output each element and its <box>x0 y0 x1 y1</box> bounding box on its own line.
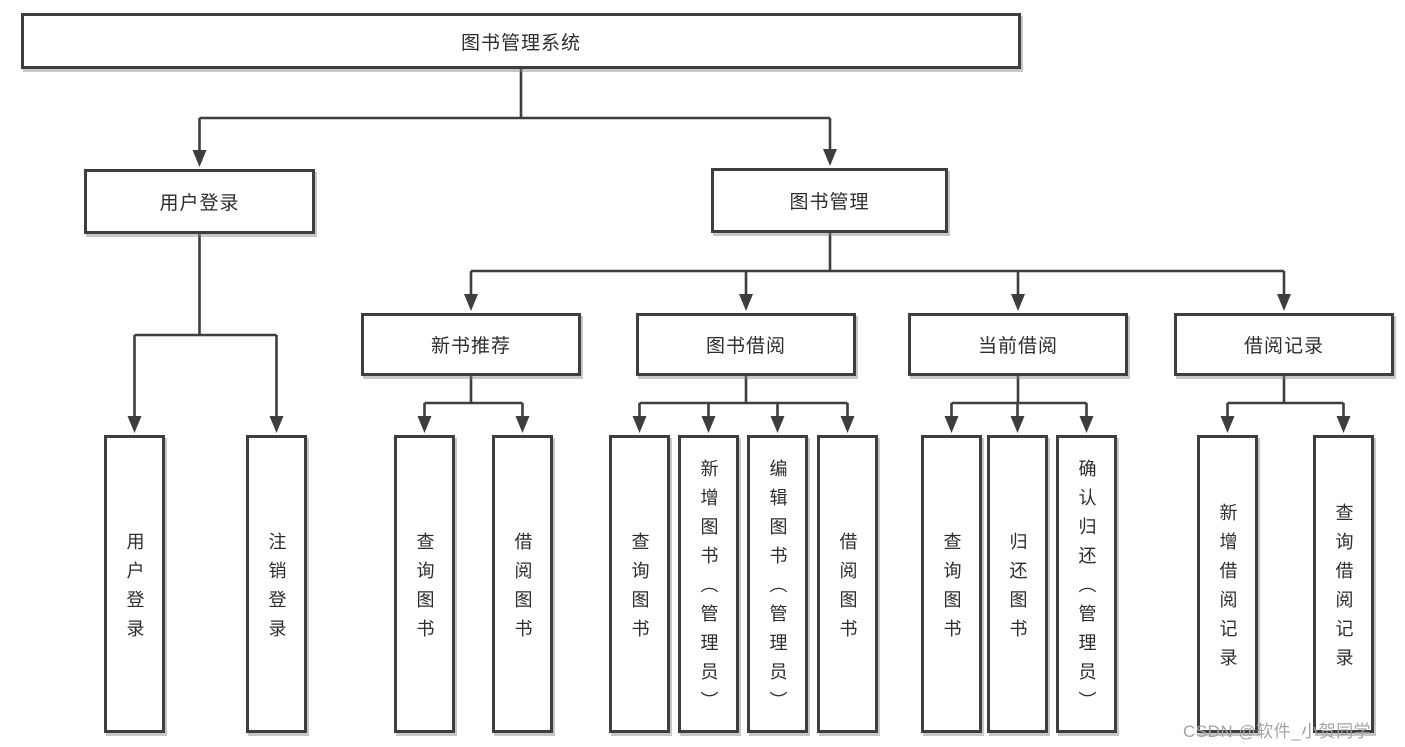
csdn-watermark: CSDN @软件_小贺同学 <box>1183 722 1372 741</box>
leaf-add-book-admin: 新增图书（管理员） <box>678 435 739 733</box>
leaf-logout: 注销登录 <box>246 435 307 733</box>
leaf-borrow-books-recommend: 借阅图书 <box>492 435 553 733</box>
leaf-query-books-borrowing-label: 查询图书 <box>629 531 650 648</box>
leaf-edit-book-admin-label: 编辑图书（管理员） <box>767 459 788 720</box>
leaf-query-books-recommend: 查询图书 <box>394 435 455 733</box>
node-book-management: 图书管理 <box>711 168 948 233</box>
node-new-book-recommend: 新书推荐 <box>361 313 581 376</box>
leaf-user-login-label: 用户登录 <box>124 531 145 648</box>
leaf-query-borrow-record-label: 查询借阅记录 <box>1333 502 1354 677</box>
node-user-login-label: 用户登录 <box>159 193 240 214</box>
leaf-logout-label: 注销登录 <box>266 531 287 648</box>
node-current-borrowing-label: 当前借阅 <box>977 336 1058 357</box>
leaf-query-borrow-record: 查询借阅记录 <box>1313 435 1374 733</box>
leaf-query-books-recommend-label: 查询图书 <box>414 531 435 648</box>
leaf-add-borrow-record: 新增借阅记录 <box>1197 435 1258 733</box>
node-borrowing-records-label: 借阅记录 <box>1243 336 1324 357</box>
node-book-borrowing: 图书借阅 <box>636 313 856 376</box>
leaf-query-books-borrowing: 查询图书 <box>609 435 670 733</box>
node-book-management-label: 图书管理 <box>789 192 870 213</box>
leaf-confirm-return-admin: 确认归还（管理员） <box>1056 435 1117 733</box>
node-borrowing-records: 借阅记录 <box>1174 313 1394 376</box>
leaf-borrow-books-borrowing-label: 借阅图书 <box>837 531 858 648</box>
leaf-add-borrow-record-label: 新增借阅记录 <box>1217 502 1238 677</box>
node-new-book-recommend-label: 新书推荐 <box>430 336 511 357</box>
leaf-user-login: 用户登录 <box>104 435 165 733</box>
leaf-add-book-admin-label: 新增图书（管理员） <box>698 459 719 720</box>
leaf-confirm-return-admin-label: 确认归还（管理员） <box>1076 459 1097 720</box>
leaf-query-books-current-label: 查询图书 <box>941 531 962 648</box>
leaf-return-book: 归还图书 <box>987 435 1048 733</box>
node-root: 图书管理系统 <box>21 13 1021 69</box>
leaf-query-books-current: 查询图书 <box>921 435 982 733</box>
node-user-login: 用户登录 <box>84 169 315 234</box>
leaf-return-book-label: 归还图书 <box>1007 531 1028 648</box>
leaf-borrow-books-recommend-label: 借阅图书 <box>512 531 533 648</box>
node-book-borrowing-label: 图书借阅 <box>705 336 786 357</box>
node-root-label: 图书管理系统 <box>460 32 581 54</box>
leaf-borrow-books-borrowing: 借阅图书 <box>817 435 878 733</box>
node-current-borrowing: 当前借阅 <box>908 313 1128 376</box>
leaf-edit-book-admin: 编辑图书（管理员） <box>747 435 808 733</box>
